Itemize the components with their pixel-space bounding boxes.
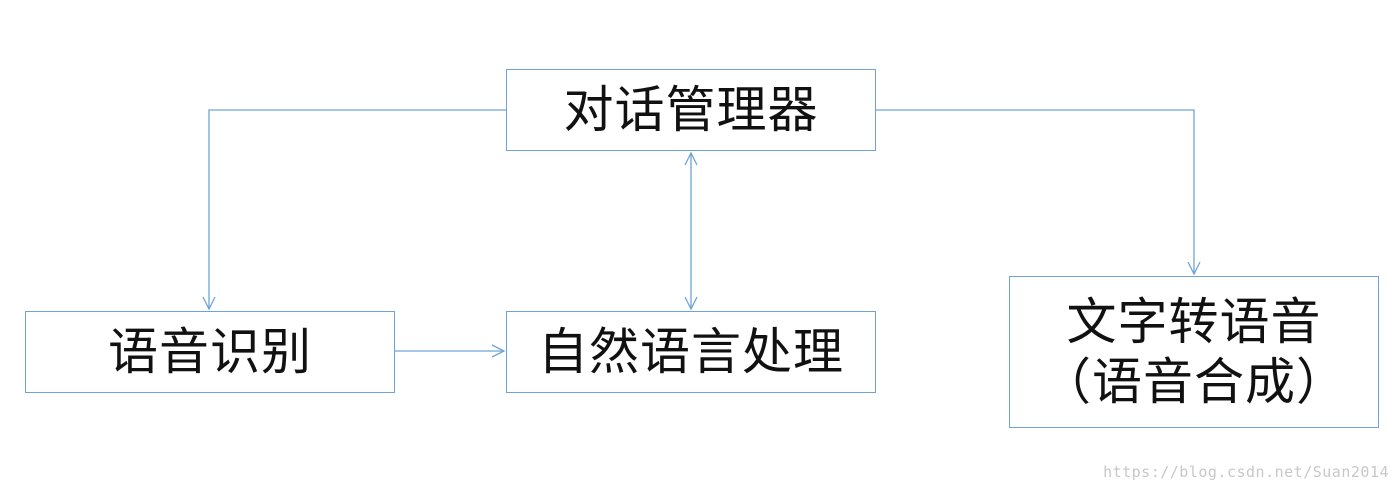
- node-tts-label-line2: （语音合成）: [1041, 353, 1347, 411]
- edge-asr-to-nlp-arrowhead: [491, 344, 506, 358]
- node-text-to-speech: 文字转语音 （语音合成）: [1009, 276, 1379, 428]
- node-speech-recognition: 语音识别: [25, 311, 395, 393]
- node-tts-label-line1: 文字转语音: [1066, 293, 1322, 351]
- edge-dialog-to-asr-arrowhead: [202, 296, 216, 311]
- watermark-url: https://blog.csdn.net/Suan2014: [1103, 463, 1389, 481]
- edge-dialog-to-tts: [876, 109, 1195, 274]
- node-dialog-manager-label: 对话管理器: [563, 81, 819, 139]
- edge-dialog-to-asr: [208, 109, 506, 309]
- edge-dialog-nlp-arrowhead-down: [684, 296, 698, 311]
- edge-dialog-nlp-arrowhead-up: [684, 151, 698, 166]
- node-speech-recognition-label: 语音识别: [108, 323, 312, 381]
- edge-dialog-to-tts-arrowhead: [1187, 261, 1201, 276]
- node-dialog-manager: 对话管理器: [506, 69, 876, 151]
- node-nlp-label: 自然语言处理: [538, 323, 844, 381]
- node-nlp: 自然语言处理: [506, 311, 876, 393]
